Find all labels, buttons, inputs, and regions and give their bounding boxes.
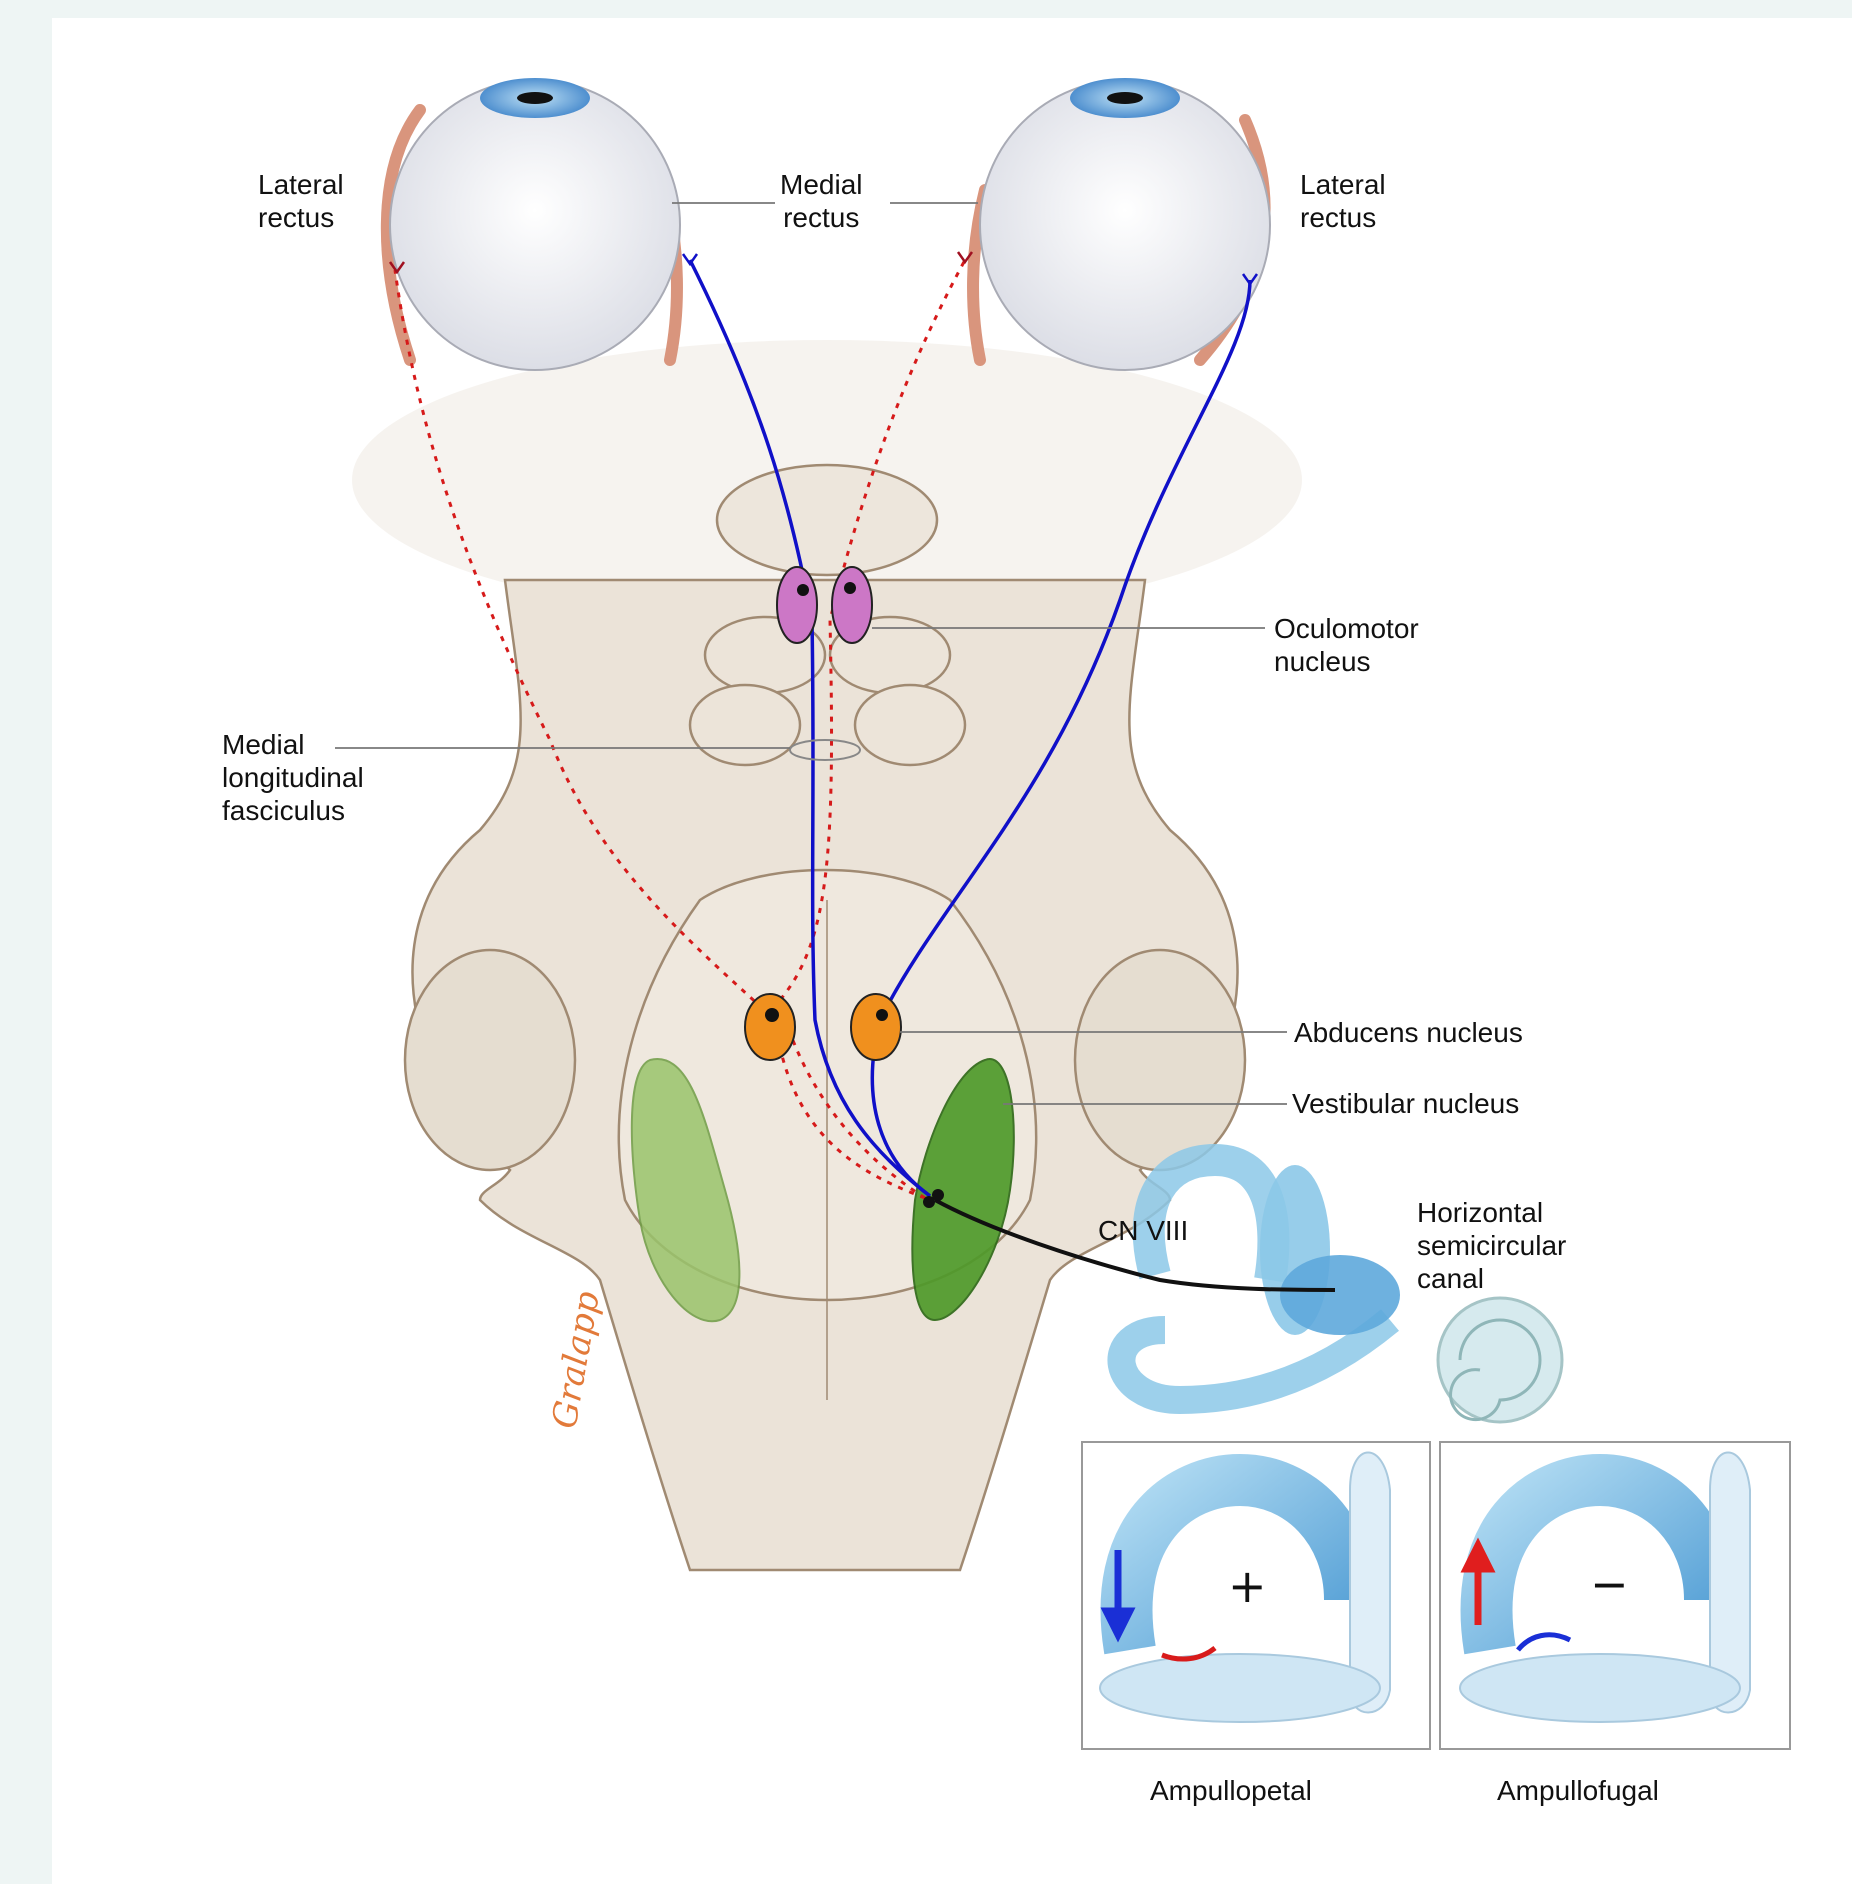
right-eyeball bbox=[980, 78, 1270, 370]
label-horizontal-semicircular-canal: Horizontal semicircular canal bbox=[1417, 1196, 1566, 1295]
label-mlf: Medial longitudinal fasciculus bbox=[222, 728, 364, 827]
label-abducens-nucleus: Abducens nucleus bbox=[1294, 1016, 1523, 1049]
inset-left-caption: Ampullopetal bbox=[1150, 1774, 1312, 1807]
inset-right-caption: Ampullofugal bbox=[1497, 1774, 1659, 1807]
inset-left-sign: + bbox=[1228, 1570, 1267, 1603]
artist-signature: Gralapp bbox=[544, 1288, 607, 1431]
label-oculomotor-nucleus: Oculomotor nucleus bbox=[1274, 612, 1419, 678]
label-cn-viii: CN VIII bbox=[1098, 1214, 1188, 1247]
left-eyeball bbox=[390, 78, 680, 370]
label-lateral-rectus-right: Lateral rectus bbox=[1300, 168, 1386, 234]
label-lateral-rectus-left: Lateral rectus bbox=[258, 168, 344, 234]
brainstem bbox=[405, 465, 1245, 1570]
label-vestibular-nucleus: Vestibular nucleus bbox=[1292, 1087, 1519, 1120]
inset-right-sign: − bbox=[1590, 1568, 1629, 1601]
label-medial-rectus: Medial rectus bbox=[780, 168, 862, 234]
